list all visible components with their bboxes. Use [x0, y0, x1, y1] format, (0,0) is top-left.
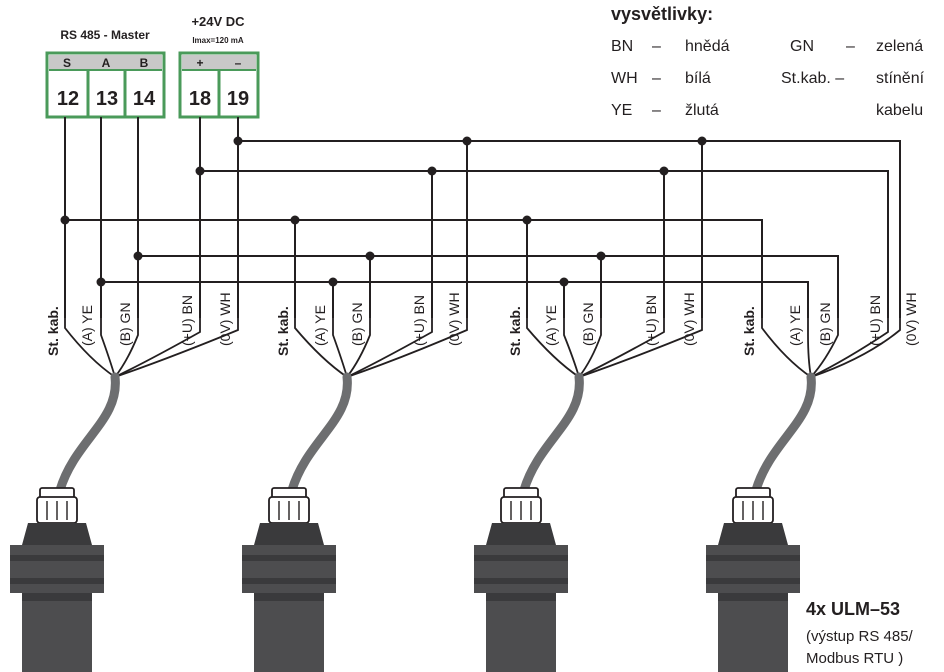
- terminal-13: 13: [96, 88, 118, 110]
- sensor-unit: [474, 318, 703, 672]
- master-title: RS 485 - Master: [60, 28, 150, 42]
- sensor-unit: [706, 318, 901, 672]
- device-line2: Modbus RTU ): [806, 650, 903, 667]
- legend-code: BN: [611, 38, 634, 55]
- sensor-cable: [751, 372, 816, 495]
- wire-label-b: (B) GN: [580, 302, 596, 346]
- sensor-cable: [287, 372, 352, 495]
- terminal-14: 14: [133, 88, 156, 110]
- wire-label-a: (A) YE: [787, 305, 803, 346]
- legend-name2: zelená: [876, 38, 924, 55]
- wire-label-shield: St. kab.: [275, 306, 291, 356]
- legend-dash: –: [652, 102, 661, 119]
- wire-labels: St. kab. (A) YE (B) GN (+U) BN (0V) WH S…: [45, 292, 919, 356]
- master-header-bar: [49, 55, 162, 70]
- device-caption: 4x ULM–53 (výstup RS 485/ Modbus RTU ): [806, 599, 914, 667]
- legend-dash: –: [652, 70, 661, 87]
- terminal-12: 12: [57, 88, 79, 110]
- junction-dots: [60, 136, 707, 287]
- wire-label-b: (B) GN: [349, 302, 365, 346]
- legend-code2: GN: [790, 38, 814, 55]
- wire-label-shield: St. kab.: [45, 306, 61, 356]
- wire-label-0v: (0V) WH: [903, 292, 919, 346]
- power-header-plus: +: [196, 56, 203, 70]
- power-block: +24V DC Imax=120 mA + – 18 19: [178, 14, 260, 119]
- legend-title: vysvětlivky:: [611, 4, 714, 24]
- legend-code: YE: [611, 102, 633, 119]
- sensor-body: [242, 545, 336, 593]
- sensor-body: [10, 545, 104, 593]
- legend-name2: stínění: [876, 70, 925, 87]
- legend-name2: kabelu: [876, 102, 924, 119]
- terminal-18: 18: [189, 88, 211, 110]
- wire-label-plus: (+U) BN: [867, 295, 883, 346]
- wire-label-0v: (0V) WH: [681, 292, 697, 346]
- sensor-cable: [55, 372, 120, 495]
- power-subtitle: Imax=120 mA: [192, 36, 244, 45]
- wire-label-a: (A) YE: [312, 305, 328, 346]
- power-title: +24V DC: [191, 14, 245, 29]
- sensor-body: [706, 545, 800, 593]
- wire-label-plus: (+U) BN: [179, 295, 195, 346]
- wire-label-b: (B) GN: [117, 302, 133, 346]
- master-header-s: S: [63, 56, 71, 70]
- sensors: [10, 318, 901, 672]
- wire-label-0v: (0V) WH: [217, 292, 233, 346]
- device-line1: (výstup RS 485/: [806, 628, 914, 645]
- wire-label-shield: St. kab.: [507, 306, 523, 356]
- sensor-unit: [10, 318, 239, 672]
- legend-code: WH: [611, 70, 638, 87]
- legend-name: žlutá: [685, 102, 719, 119]
- wire-label-a: (A) YE: [79, 305, 95, 346]
- rs485-master-block: RS 485 - Master S A B 12 13 14: [45, 28, 166, 119]
- sensor-body: [474, 545, 568, 593]
- wire-label-a: (A) YE: [543, 305, 559, 346]
- master-header-a: A: [102, 56, 111, 70]
- legend-name: hnědá: [685, 38, 730, 55]
- legend-code2: St.kab. –: [781, 70, 845, 87]
- terminal-19: 19: [227, 88, 249, 110]
- wire-label-0v: (0V) WH: [446, 292, 462, 346]
- wire-label-shield: St. kab.: [741, 306, 757, 356]
- device-title: 4x ULM–53: [806, 599, 900, 619]
- power-header-minus: –: [235, 56, 242, 70]
- wire-label-plus: (+U) BN: [411, 295, 427, 346]
- bus-wires: [64, 117, 901, 318]
- sensor-unit: [242, 318, 468, 672]
- wire-label-plus: (+U) BN: [643, 295, 659, 346]
- sensor-cable: [519, 372, 584, 495]
- master-header-b: B: [140, 56, 149, 70]
- legend-dash: –: [652, 38, 661, 55]
- wire-label-b: (B) GN: [817, 302, 833, 346]
- legend-name: bílá: [685, 70, 711, 87]
- legend-dash2: –: [846, 38, 855, 55]
